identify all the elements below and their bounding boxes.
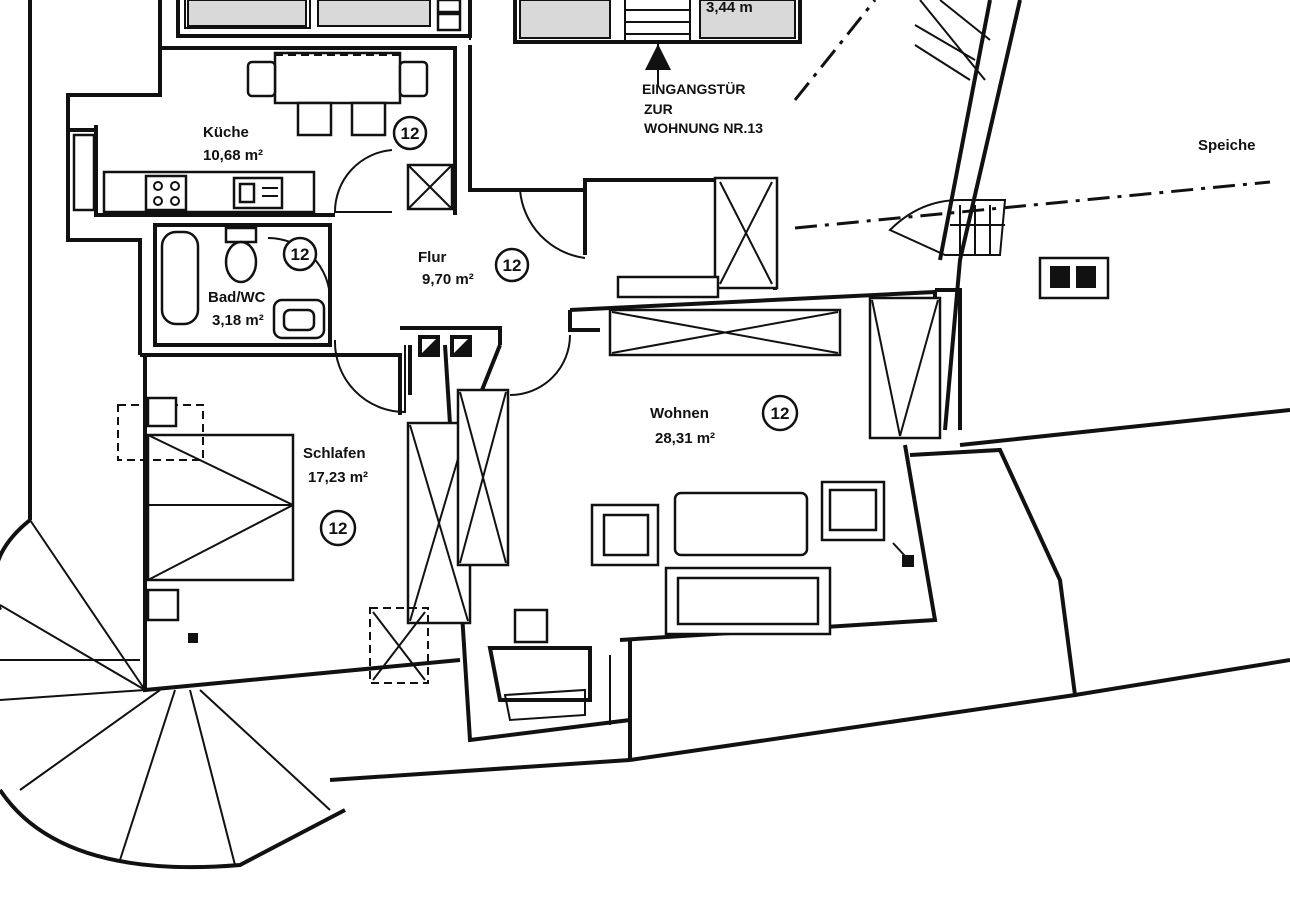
flur-doors [333,189,586,414]
living-furniture [513,296,942,644]
kueche-name: Küche [203,124,249,141]
top-neighbor-rooms: 3,44 m [187,0,796,39]
schlafen-name: Schlafen [303,445,366,462]
bad-name: Bad/WC [208,289,266,306]
bedroom-furniture [117,396,429,684]
flur-closets [608,176,842,357]
bathroom-fixtures [160,226,331,340]
schlafen-area: 17,23 m² [308,469,368,486]
central-wardrobes [406,388,510,625]
boundary-lines [793,0,1271,230]
flur-unit-badge: 12 [503,256,522,275]
kitchen-door-swing [333,149,393,213]
speicher-label: Speiche [1198,137,1256,154]
entrance-line1: EINGANGSTÜR [642,81,745,97]
top-fragment-label: 3,44 m [706,0,753,16]
entrance-stairs [624,0,691,85]
right-staircase [888,0,1007,256]
chimney-center [418,335,472,357]
wohnen-unit-badge: 12 [771,404,790,423]
flur-area: 9,70 m² [422,271,474,288]
kueche-area: 10,68 m² [203,147,263,164]
chimney-right [1038,256,1110,300]
flur-name: Flur [418,249,446,266]
room-schlafen: Schlafen 17,23 m² 12 [303,445,368,547]
wohnen-name: Wohnen [650,405,709,422]
bad-unit-badge: 12 [291,245,310,264]
kueche-unit-badge: 12 [401,124,420,143]
wohnen-area: 28,31 m² [655,430,715,447]
kitchen-furniture [72,51,454,214]
room-wohnen: Wohnen 28,31 m² 12 [650,394,799,447]
bad-area: 3,18 m² [212,312,264,329]
entrance-line2: ZUR [644,101,673,117]
outer-walls [28,0,1290,782]
entrance-line3: WOHNUNG NR.13 [644,120,763,136]
bottom-steps [487,646,611,725]
entrance-label: EINGANGSTÜR ZUR WOHNUNG NR.13 [642,81,763,136]
room-kueche: Küche 10,68 m² 12 [203,115,428,164]
schlafen-unit-badge: 12 [329,519,348,538]
room-bad: Bad/WC 3,18 m² 12 [208,236,318,329]
spiral-staircase [0,518,346,870]
room-flur: Flur 9,70 m² 12 [418,247,530,288]
